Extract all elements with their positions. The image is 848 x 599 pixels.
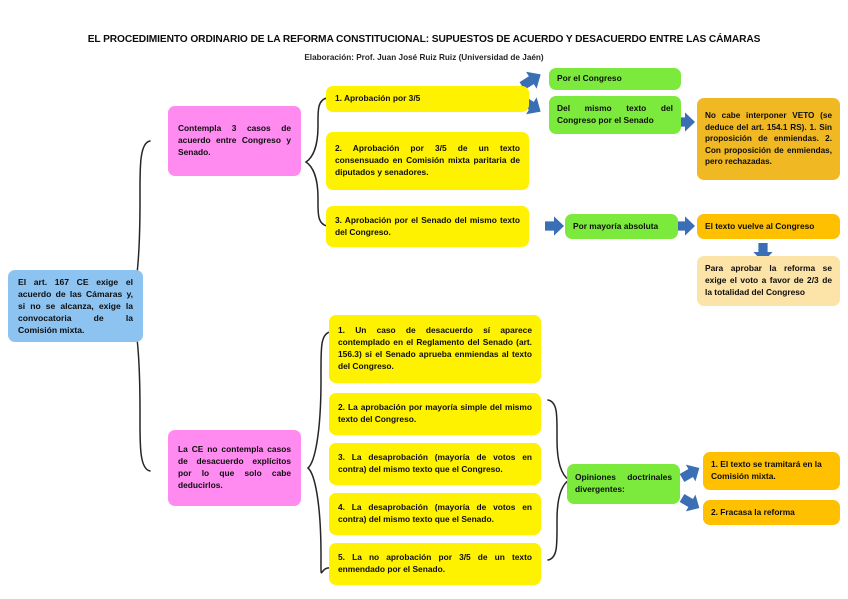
root-node[interactable]: El art. 167 CE exige el acuerdo de las C… [8,270,143,342]
desacuerdo-step-opiniones-label: Opiniones doctrinales divergentes: [575,472,672,494]
branch-node-desacuerdo[interactable]: La CE no contempla casos de desacuerdo e… [168,430,301,506]
desacuerdo-outcome-fracasa[interactable]: 2. Fracasa la reforma [703,500,840,525]
acuerdo-case-1-label: 1. Aprobación por 3/5 [335,93,421,104]
arrow-down-right-icon [679,494,700,512]
desacuerdo-case-5-label: 5. La no aprobación por 3/5 de un texto … [338,552,532,574]
arrow-up-right-icon [679,464,700,482]
arrow-right-icon [676,216,695,236]
brace-acuerdo-to-cases [304,97,328,227]
brace-cases-to-opiniones [547,399,571,561]
arrow-right-icon [545,216,564,236]
root-node-label: El art. 167 CE exige el acuerdo de las C… [18,276,133,336]
acuerdo-case-3-label: 3. Aprobación por el Senado del mismo te… [335,214,520,237]
desacuerdo-case-3-label: 3. La desaprobación (mayoría de votos en… [338,452,532,474]
desacuerdo-case-4[interactable]: 4. La desaprobación (mayoría de votos en… [329,493,541,535]
acuerdo-step-por-congreso[interactable]: Por el Congreso [549,68,681,90]
acuerdo-outcome-veto[interactable]: No cabe interponer VETO (se deduce del a… [697,98,840,180]
desacuerdo-case-2[interactable]: 2. La aprobación por mayoría simple del … [329,393,541,435]
page-subtitle: Elaboración: Prof. Juan José Ruiz Ruiz (… [304,53,544,62]
acuerdo-outcome-vuelve-label: El texto vuelve al Congreso [705,220,815,231]
acuerdo-step-por-congreso-label: Por el Congreso [557,73,622,84]
acuerdo-step-mismo-texto-label: Del mismo texto del Congreso por el Sena… [557,103,673,125]
acuerdo-outcome-aprobar[interactable]: Para aprobar la reforma se exige el voto… [697,256,840,306]
desacuerdo-case-1-label: 1. Un caso de desacuerdo sí aparece cont… [338,325,532,371]
acuerdo-outcome-aprobar-label: Para aprobar la reforma se exige el voto… [705,263,832,297]
desacuerdo-case-1[interactable]: 1. Un caso de desacuerdo sí aparece cont… [329,315,541,383]
acuerdo-step-mismo-texto[interactable]: Del mismo texto del Congreso por el Sena… [549,96,681,134]
desacuerdo-case-3[interactable]: 3. La desaprobación (mayoría de votos en… [329,443,541,485]
desacuerdo-step-opiniones[interactable]: Opiniones doctrinales divergentes: [567,464,680,504]
acuerdo-step-mayoria-absoluta[interactable]: Por mayoría absoluta [565,214,678,239]
desacuerdo-outcome-tramitara[interactable]: 1. El texto se tramitará en la Comisión … [703,452,840,490]
branch-node-acuerdo[interactable]: Contempla 3 casos de acuerdo entre Congr… [168,106,301,176]
brace-desacuerdo-to-cases [306,331,331,574]
branch-node-acuerdo-label: Contempla 3 casos de acuerdo entre Congr… [178,123,291,157]
page-title: EL PROCEDIMIENTO ORDINARIO DE LA REFORMA… [87,34,761,45]
desacuerdo-case-4-label: 4. La desaprobación (mayoría de votos en… [338,502,532,524]
acuerdo-case-2[interactable]: 2. Aprobación por 3/5 de un texto consen… [326,132,529,190]
desacuerdo-outcome-fracasa-label: 2. Fracasa la reforma [711,506,795,517]
acuerdo-outcome-vuelve[interactable]: El texto vuelve al Congreso [697,214,840,239]
acuerdo-outcome-veto-label: No cabe interponer VETO (se deduce del a… [705,110,832,167]
acuerdo-case-1[interactable]: 1. Aprobación por 3/5 [326,86,529,112]
desacuerdo-case-2-label: 2. La aprobación por mayoría simple del … [338,402,532,424]
desacuerdo-outcome-tramitara-label: 1. El texto se tramitará en la Comisión … [711,459,822,481]
acuerdo-case-2-label: 2. Aprobación por 3/5 de un texto consen… [335,143,520,177]
branch-node-desacuerdo-label: La CE no contempla casos de desacuerdo e… [178,444,291,490]
acuerdo-case-3[interactable]: 3. Aprobación por el Senado del mismo te… [326,206,529,247]
acuerdo-step-mayoria-absoluta-label: Por mayoría absoluta [573,220,659,231]
desacuerdo-case-5[interactable]: 5. La no aprobación por 3/5 de un texto … [329,543,541,585]
